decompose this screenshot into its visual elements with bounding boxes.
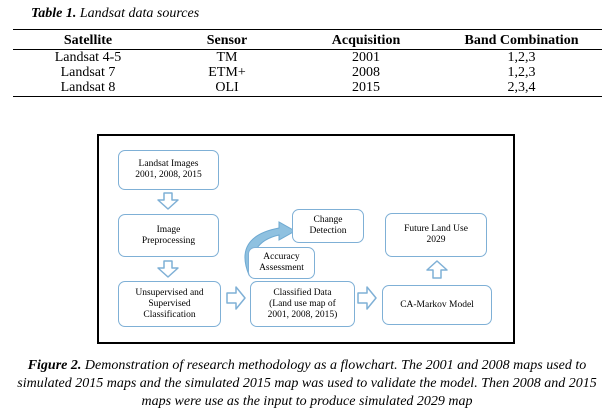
cell-sensor: TM: [216, 50, 238, 65]
landsat-data-table: Satellite Sensor Acquisition Band Combin…: [13, 29, 602, 97]
cell-band-combination: 1,2,3: [507, 50, 536, 65]
table-header-row: Satellite Sensor Acquisition Band Combin…: [13, 29, 602, 50]
node-accuracy-assessment: Accuracy Assessment: [248, 247, 315, 279]
cell-satellite: Landsat 7: [60, 65, 116, 80]
up-arrow-icon: [426, 260, 448, 279]
flowchart-frame: Landsat Images 2001, 2008, 2015 Image Pr…: [97, 134, 515, 344]
figure-caption-label: Figure 2.: [27, 358, 82, 373]
header-satellite: Satellite: [13, 29, 163, 50]
down-arrow-icon: [157, 260, 179, 278]
table-caption-label: Table 1.: [31, 6, 77, 21]
down-arrow-icon: [157, 192, 179, 210]
right-arrow-icon: [226, 286, 246, 310]
cell-acquisition: 2015: [291, 80, 441, 97]
figure-caption: Figure 2. Demonstration of research meth…: [8, 357, 606, 411]
header-band-combination: Band Combination: [441, 29, 602, 50]
cell-acquisition: 2008: [352, 65, 380, 80]
node-landsat-images: Landsat Images 2001, 2008, 2015: [118, 150, 219, 190]
node-change-detection: Change Detection: [292, 209, 364, 243]
node-classification: Unsupervised and Supervised Classificati…: [118, 281, 221, 327]
node-image-preprocessing: Image Preprocessing: [118, 214, 219, 257]
header-acquisition: Acquisition: [291, 29, 441, 50]
cell-band-combination: 2,3,4: [441, 80, 602, 97]
cell-satellite: Landsat 8: [13, 80, 163, 97]
table-caption: Table 1. Landsat data sources: [31, 6, 199, 22]
table-row: Landsat 8 OLI 2015 2,3,4: [13, 80, 602, 97]
header-sensor: Sensor: [163, 29, 291, 50]
table-caption-text: Landsat data sources: [79, 6, 200, 21]
cell-acquisition: 2001: [352, 50, 380, 65]
node-ca-markov-model: CA-Markov Model: [382, 285, 492, 325]
cell-satellite: Landsat 4-5: [54, 50, 122, 65]
table-row: Landsat 7 ETM+ 2008 1,2,3: [13, 65, 602, 80]
cell-sensor: ETM+: [208, 65, 246, 80]
table-row: Landsat 4-5 TM 2001 1,2,3: [13, 50, 602, 66]
node-future-land-use: Future Land Use 2029: [385, 213, 487, 257]
right-arrow-icon: [357, 286, 377, 310]
cell-band-combination: 1,2,3: [507, 65, 536, 80]
node-classified-data: Classified Data (Land use map of 2001, 2…: [250, 281, 355, 327]
figure-caption-text: Demonstration of research methodology as…: [17, 358, 597, 409]
cell-sensor: OLI: [163, 80, 291, 97]
